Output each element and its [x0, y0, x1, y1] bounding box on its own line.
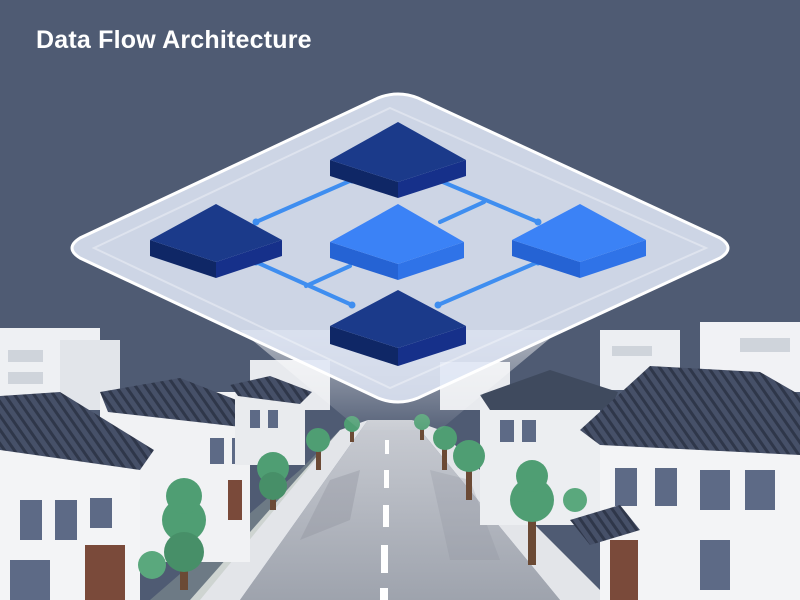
connector-right-bottom	[436, 260, 540, 307]
connector-left-bottom	[254, 260, 354, 307]
connector-center-bottom	[304, 264, 352, 288]
left-houses	[0, 376, 312, 600]
diagram-node-right	[512, 204, 646, 278]
connector-top-right	[436, 178, 540, 224]
connector-center-top	[438, 200, 486, 224]
page-title: Data Flow Architecture	[36, 26, 312, 54]
connector-top-left	[254, 178, 354, 224]
right-houses	[480, 366, 800, 600]
diagram-node-top	[330, 122, 466, 198]
diagram-node-left	[150, 204, 282, 278]
diagram-node-bottom	[330, 290, 466, 366]
connector-lines	[252, 176, 542, 309]
diagram-node-center	[330, 204, 464, 280]
